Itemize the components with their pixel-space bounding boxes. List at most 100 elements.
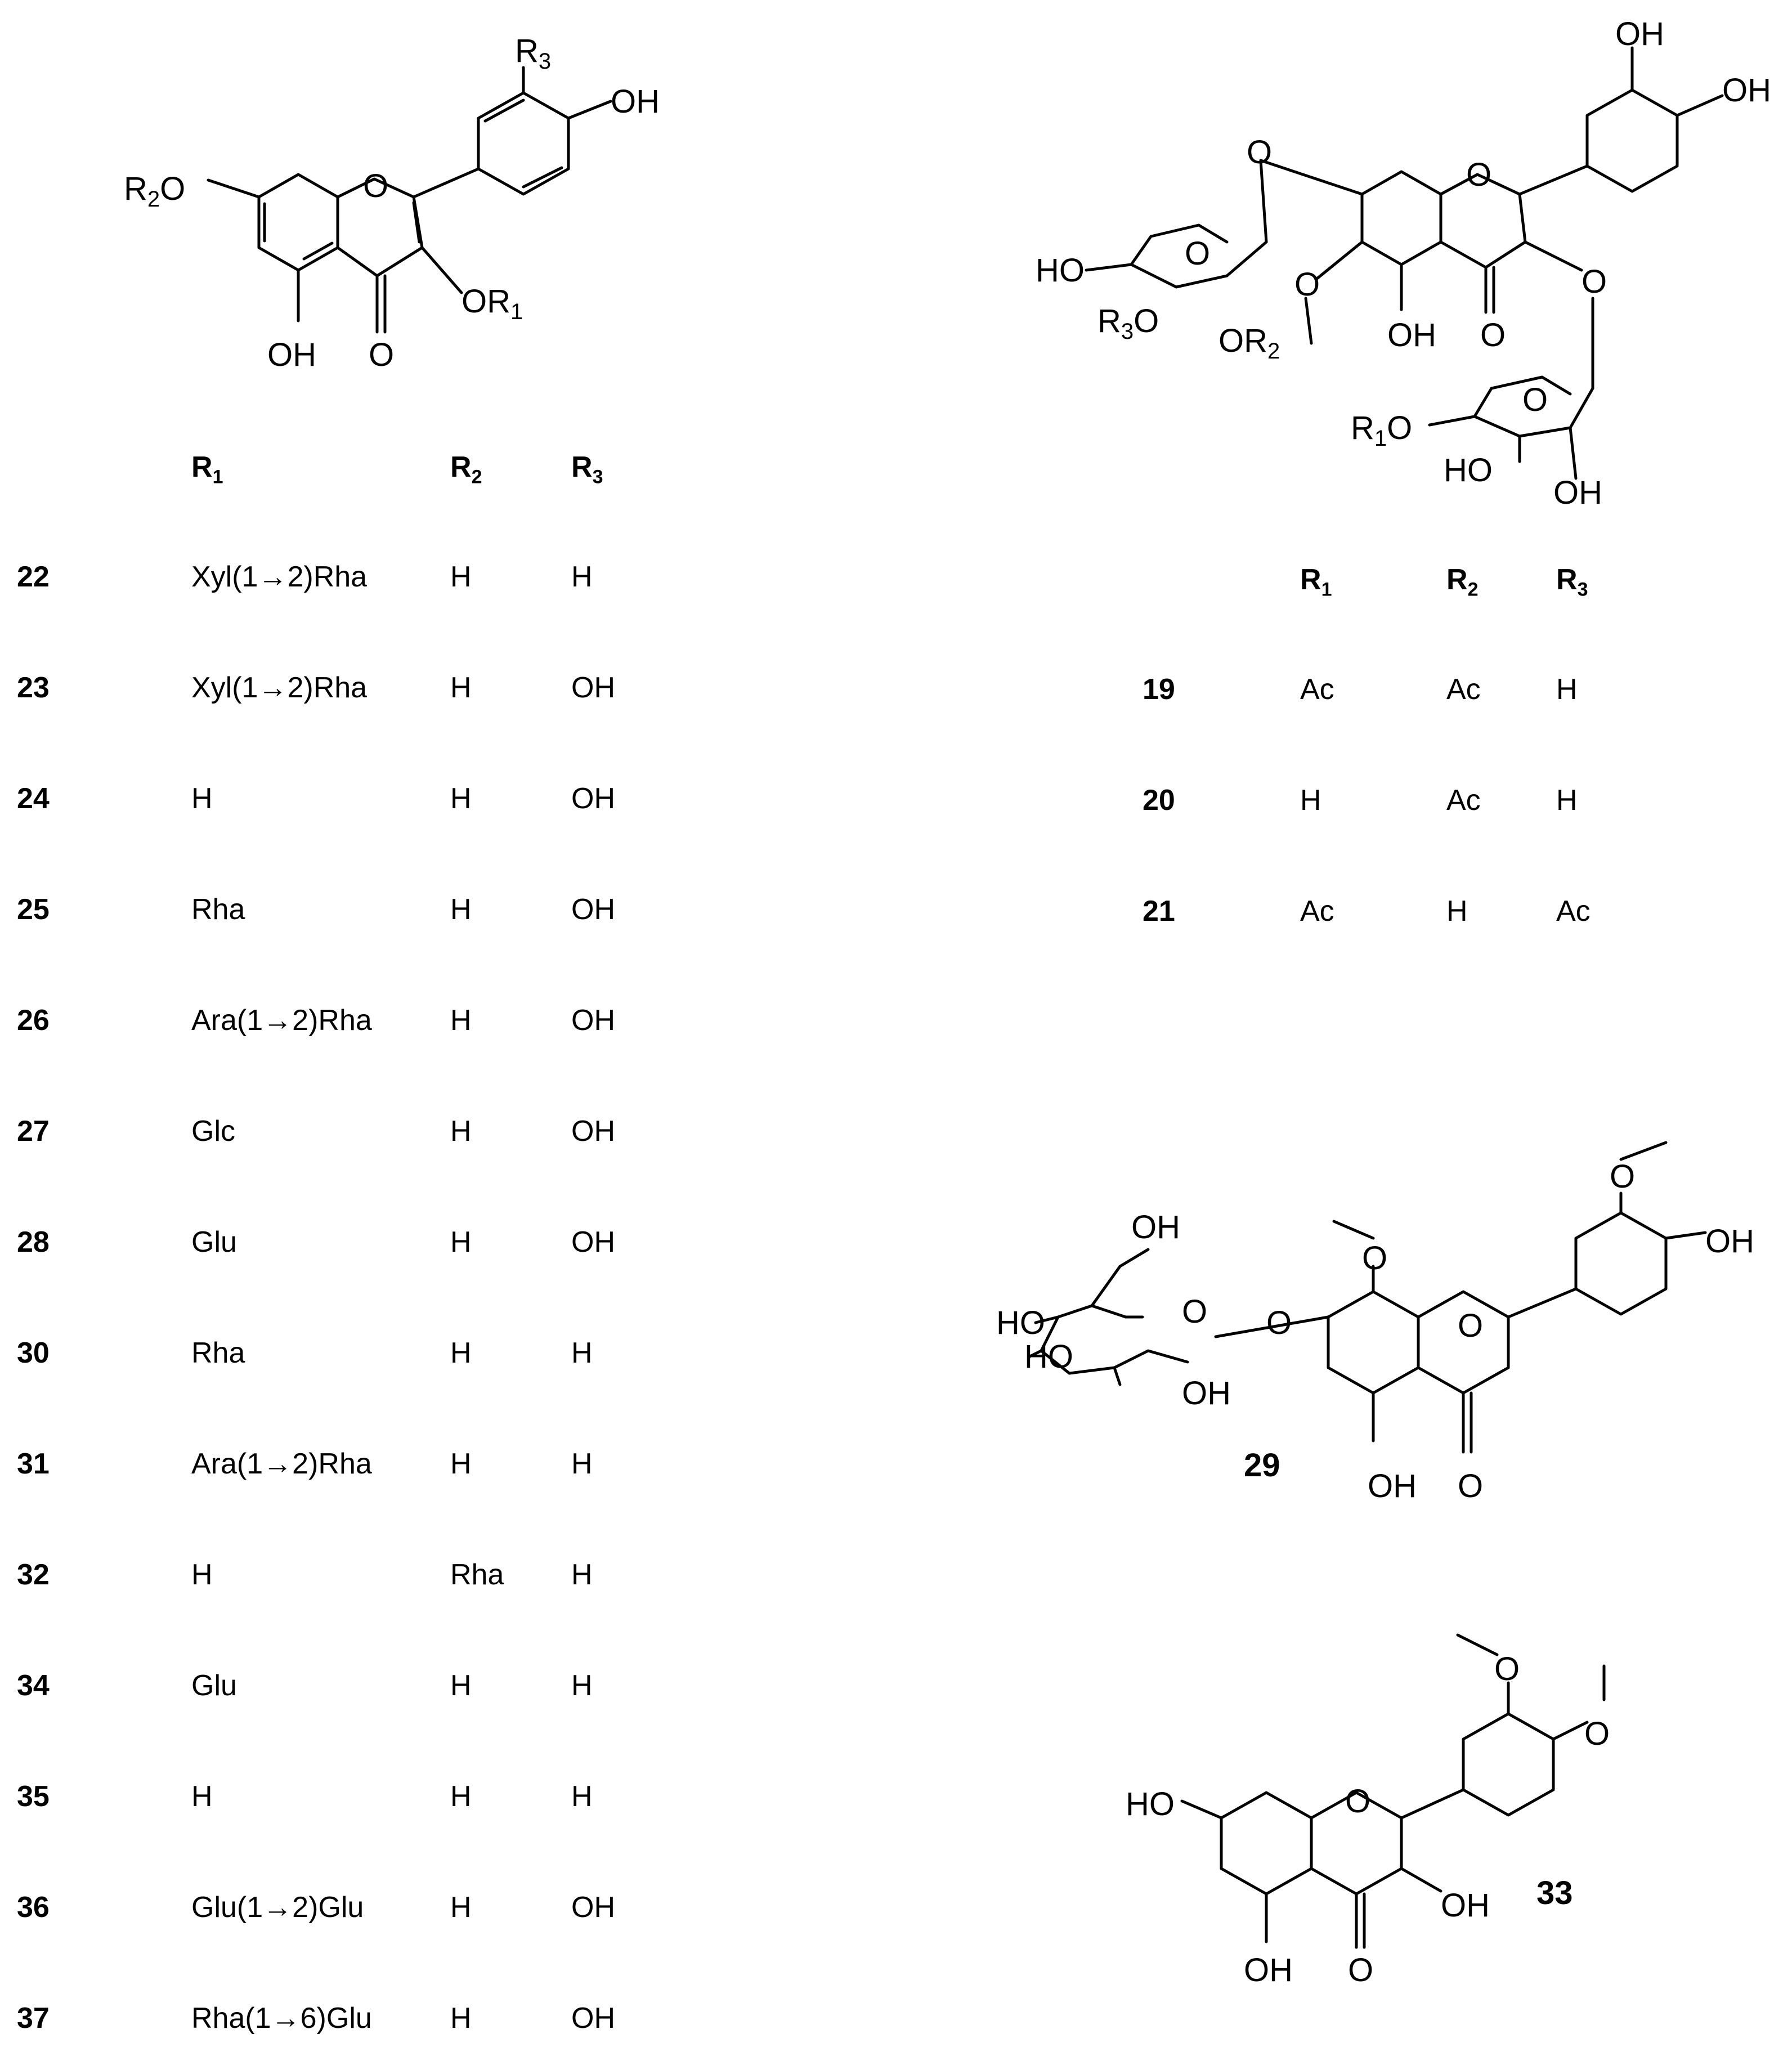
compound-id: 21	[1143, 895, 1175, 928]
label-oh-bottom: OH	[267, 337, 316, 373]
cell-r1: H	[191, 1780, 213, 1813]
cell-r1: Rha	[191, 1337, 245, 1369]
cell-r3: OH	[571, 1115, 615, 1148]
cell-r2: H	[450, 2002, 472, 2035]
label-o-methoxy: O	[1294, 266, 1320, 303]
compound-id: 28	[17, 1226, 50, 1258]
label-r3o: R3O	[1097, 303, 1159, 344]
cell-r3: H	[1556, 784, 1578, 817]
label-o-pyran: O	[1458, 1307, 1483, 1344]
compound-id: 35	[17, 1780, 50, 1813]
label-oh-5: OH	[1387, 317, 1436, 353]
header-r3: R3	[571, 451, 603, 488]
label-o-pyran: O	[1345, 1783, 1370, 1820]
label-o-carbonyl: O	[369, 337, 394, 373]
cell-r1: Ara(1→2)Rha	[191, 1004, 372, 1037]
label-o-carbonyl: O	[1348, 1952, 1373, 1988]
label-r3: R3	[515, 33, 551, 74]
compound-id: 23	[17, 671, 50, 704]
cell-r2: H	[450, 1780, 472, 1813]
label-oh-4: OH	[1705, 1223, 1754, 1260]
cell-r2: H	[450, 1115, 472, 1148]
label-o-ring: O	[1466, 156, 1491, 193]
compound-label-29: 29	[1244, 1447, 1280, 1484]
cell-r2: Rha	[450, 1558, 504, 1591]
cell-r3: OH	[571, 893, 615, 926]
cell-r1: H	[191, 782, 213, 815]
cell-r1: H	[191, 1558, 213, 1591]
compound-id: 36	[17, 1891, 50, 1924]
cell-r3: H	[571, 1558, 593, 1591]
compound-id: 31	[17, 1448, 50, 1480]
cell-r1: Ac	[1300, 673, 1334, 706]
cell-r2: H	[450, 1004, 472, 1037]
cell-r3: OH	[571, 1226, 615, 1258]
cell-r3: H	[571, 1780, 593, 1813]
cell-r3: OH	[571, 1004, 615, 1037]
label-ho2: HO	[1024, 1338, 1073, 1375]
cell-r3: H	[571, 1669, 593, 1702]
cell-r2: H	[450, 671, 472, 704]
cell-r3: OH	[571, 782, 615, 815]
cell-r2: H	[450, 1891, 472, 1924]
cell-r1: Glu(1→2)Glu	[191, 1891, 364, 1924]
compound-id: 20	[1143, 784, 1175, 817]
cell-r2: H	[450, 1337, 472, 1369]
cell-r1: Xyl(1→2)Rha	[191, 671, 368, 704]
label-o-methoxy: O	[1362, 1240, 1387, 1276]
compound-id: 27	[17, 1115, 50, 1148]
label-o-m1: O	[1494, 1651, 1520, 1687]
cell-r1: Ara(1→2)Rha	[191, 1448, 372, 1480]
cell-r2: H	[450, 782, 472, 815]
label-ho7: HO	[1126, 1786, 1175, 1822]
header-r1: R1	[1300, 563, 1332, 601]
cell-r2: H	[450, 1669, 472, 1702]
cell-r2: H	[1446, 895, 1468, 928]
cell-r3: H	[571, 1448, 593, 1480]
compound-id: 30	[17, 1337, 50, 1369]
header-r3: R3	[1556, 563, 1588, 601]
cell-r1: H	[1300, 784, 1321, 817]
label-oh3: OH	[1553, 474, 1602, 511]
compound-id: 34	[17, 1669, 50, 1702]
cell-r3: H	[571, 1337, 593, 1369]
cell-r2: H	[450, 1226, 472, 1258]
cell-r1: Rha(1→6)Glu	[191, 2002, 372, 2035]
label-o-link: O	[1247, 134, 1272, 171]
label-o-m2: O	[1584, 1715, 1610, 1752]
compound-id: 19	[1143, 673, 1175, 706]
cell-r3: H	[571, 561, 593, 593]
cell-r3: Ac	[1556, 895, 1591, 928]
label-oh-sugar: OH	[1182, 1375, 1231, 1412]
label-o-ring: O	[1182, 1293, 1207, 1330]
label-ho1: HO	[996, 1305, 1045, 1341]
cell-r1: Xyl(1→2)Rha	[191, 561, 368, 593]
cell-r1: Glu	[191, 1226, 237, 1258]
label-ho: HO	[1036, 252, 1085, 289]
label-o-carbonyl: O	[1480, 317, 1506, 353]
header-r1: R1	[191, 451, 223, 488]
label-oh3: OH	[1441, 1887, 1490, 1924]
cell-r2: Ac	[1446, 673, 1481, 706]
cell-r3: OH	[571, 1891, 615, 1924]
label-oh1: OH	[1615, 16, 1664, 52]
cell-r2: H	[450, 561, 472, 593]
cell-r2: H	[450, 893, 472, 926]
label-ho2: HO	[1444, 452, 1493, 489]
label-r1o: R1O	[1351, 410, 1412, 451]
compound-id: 37	[17, 2002, 50, 2035]
cell-r3: OH	[571, 671, 615, 704]
compound-id: 22	[17, 561, 50, 593]
label-oh-ch2: OH	[1131, 1209, 1180, 1246]
label-oh5: OH	[1244, 1952, 1293, 1988]
cell-r1: Glc	[191, 1115, 235, 1148]
header-r2: R2	[1446, 563, 1479, 601]
label-o-3: O	[1582, 263, 1607, 300]
compound-id: 25	[17, 893, 50, 926]
label-o-ring: O	[363, 168, 388, 204]
label-or2: OR2	[1218, 322, 1280, 364]
label-o-sugar: O	[1185, 235, 1210, 272]
